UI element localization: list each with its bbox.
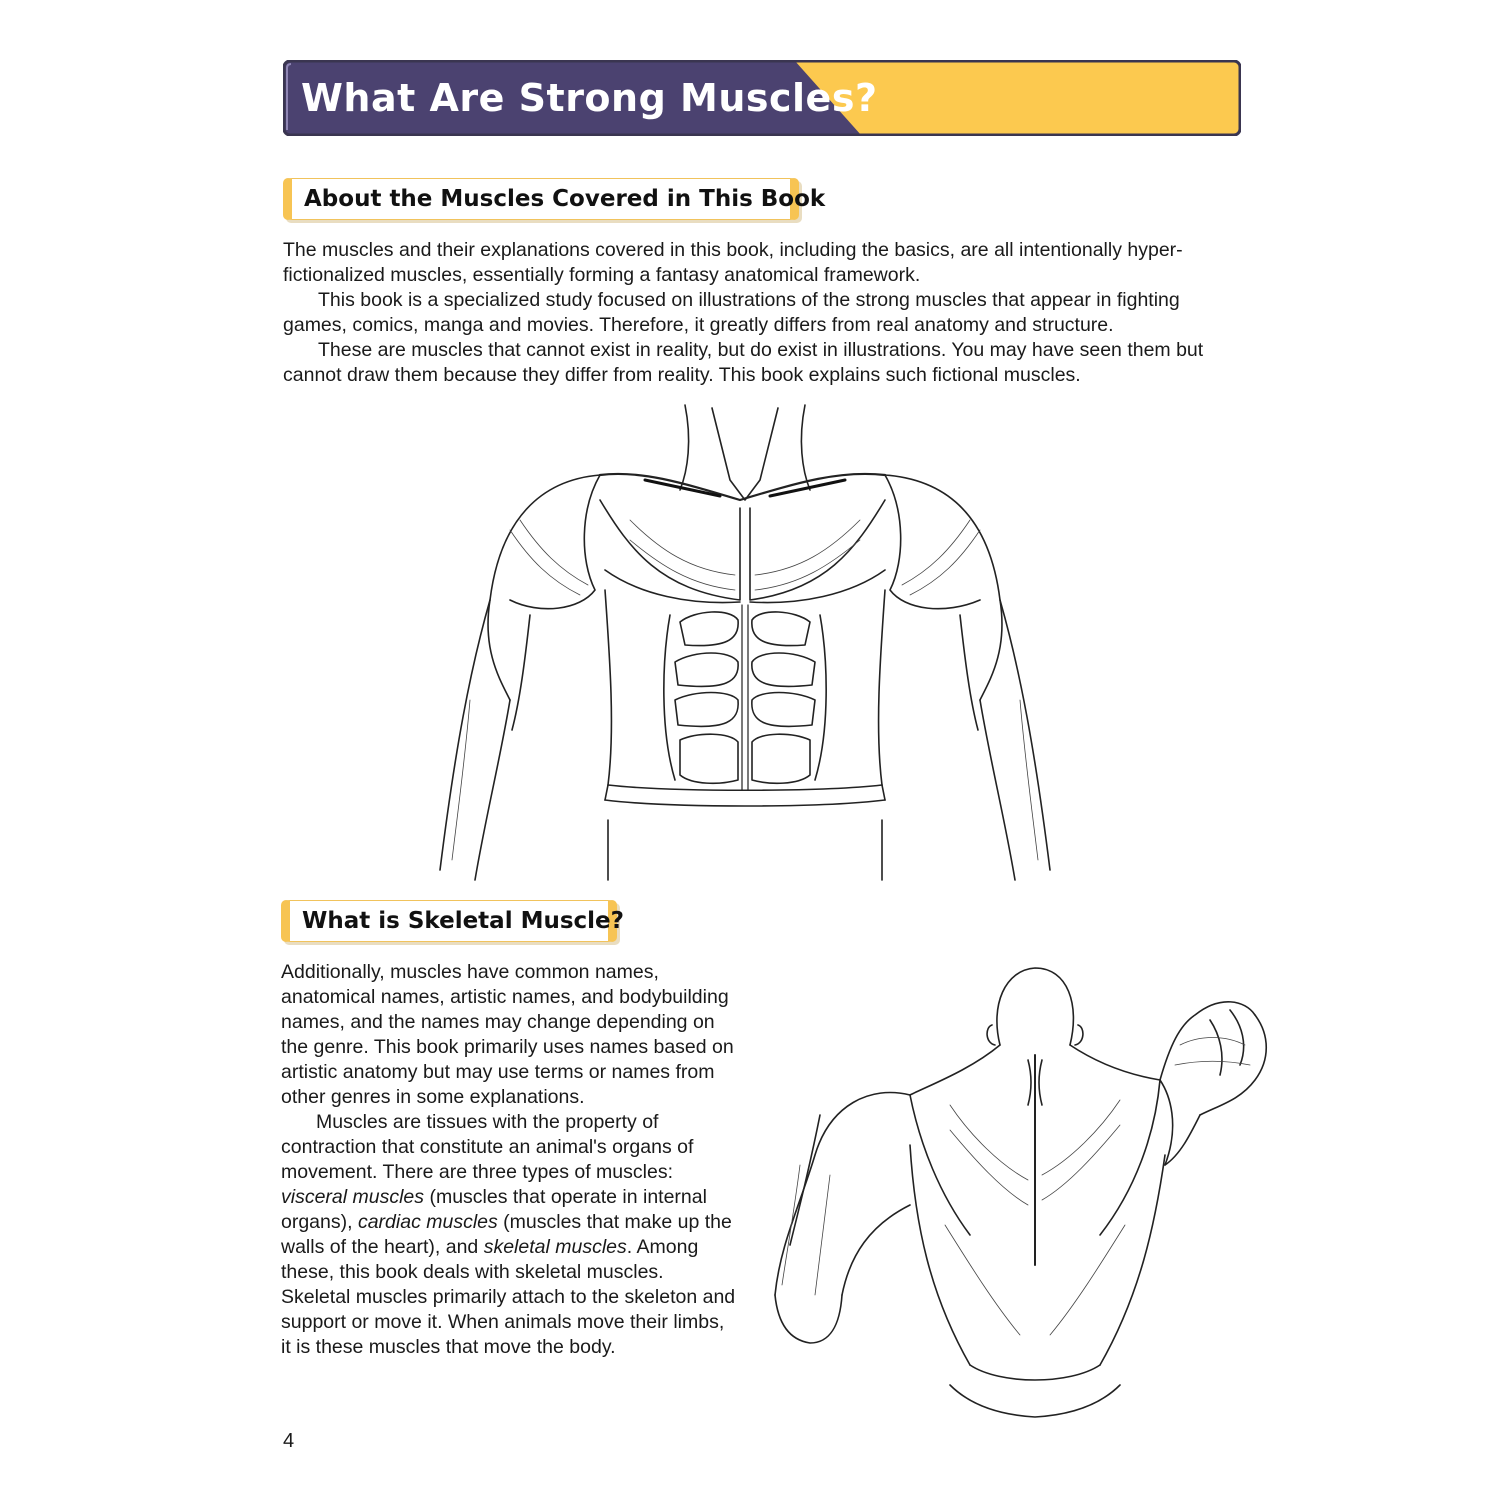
skeletal-muscle-text: Additionally, muscles have common names,… — [281, 960, 736, 1360]
intro-text: The muscles and their explanations cover… — [283, 238, 1243, 388]
term-cardiac-muscles: cardiac muscles — [357, 1211, 498, 1233]
section-heading-skeletal-muscle: What is Skeletal Muscle? — [281, 900, 624, 942]
intro-paragraph: This book is a specialized study focused… — [283, 289, 1180, 336]
intro-paragraph: These are muscles that cannot exist in r… — [283, 339, 1204, 386]
title-banner-shape — [283, 60, 1241, 136]
term-skeletal-muscles: skeletal muscles — [483, 1236, 627, 1258]
skeletal-paragraph: Muscles are tissues with the property of… — [281, 1110, 736, 1360]
front-torso-illustration — [430, 400, 1070, 895]
page-title: What Are Strong Muscles? — [301, 76, 878, 120]
skeletal-text: . Among these, this book deals with skel… — [281, 1236, 736, 1358]
skeletal-text: (muscles that operate in internal organs… — [281, 1186, 707, 1233]
back-torso-drawing — [774, 967, 1267, 1418]
intro-paragraph: The muscles and their explanations cover… — [283, 239, 1183, 286]
section-heading-muscles-covered: About the Muscles Covered in This Book — [283, 178, 825, 220]
front-torso-drawing — [439, 404, 1051, 881]
back-torso-illustration — [770, 965, 1285, 1425]
term-visceral-muscles: visceral muscles — [281, 1186, 425, 1208]
skeletal-paragraph: Additionally, muscles have common names,… — [281, 961, 734, 1108]
skeletal-text: (muscles that make up the walls of the h… — [281, 1211, 732, 1258]
title-banner: What Are Strong Muscles? — [283, 60, 1241, 136]
skeletal-text: Muscles are tissues with the property of… — [281, 1111, 694, 1183]
page-number: 4 — [283, 1430, 295, 1452]
